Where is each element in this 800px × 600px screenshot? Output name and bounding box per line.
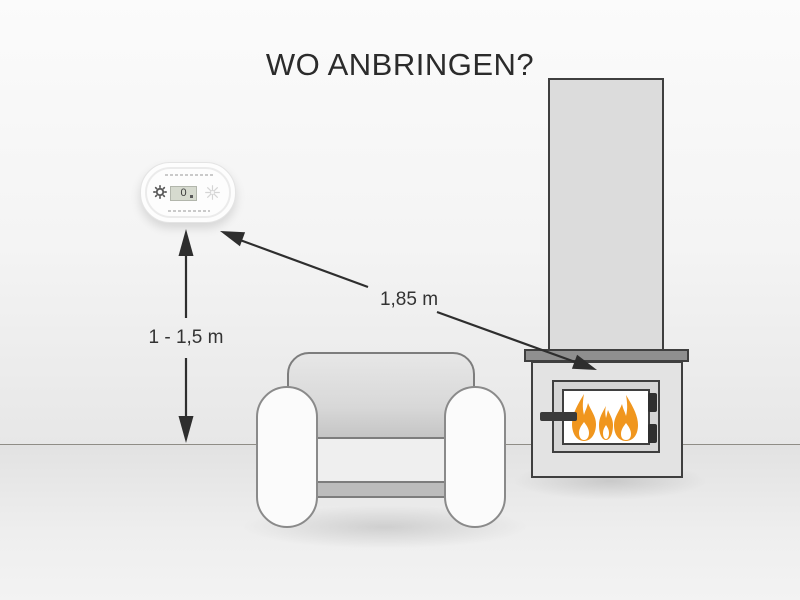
lcd-value: 0 (180, 187, 187, 199)
starburst-icon (205, 185, 220, 200)
armchair-seat (300, 437, 462, 484)
armchair-base (300, 481, 462, 498)
gear-icon (153, 185, 167, 199)
detector-lcd-display: 0 (170, 186, 197, 201)
detector-face-ring (145, 167, 231, 218)
stove-hinge (648, 424, 657, 443)
micro-text-placeholder (168, 210, 210, 212)
flames-icon (572, 394, 638, 441)
stove-door-handle (540, 412, 577, 421)
distance-measurement-label: 1,85 m (379, 289, 439, 310)
page-title: WO ANBRINGEN? (265, 46, 535, 82)
chimney (548, 78, 664, 352)
height-measurement-label: 1 - 1,5 m (148, 327, 224, 348)
armchair-armrest-right (444, 386, 506, 528)
armchair-armrest-left (256, 386, 318, 528)
micro-text-placeholder (165, 174, 213, 176)
co-detector: 0 (140, 162, 236, 223)
lcd-unit-block (190, 195, 193, 198)
stove-hinge (648, 393, 657, 412)
